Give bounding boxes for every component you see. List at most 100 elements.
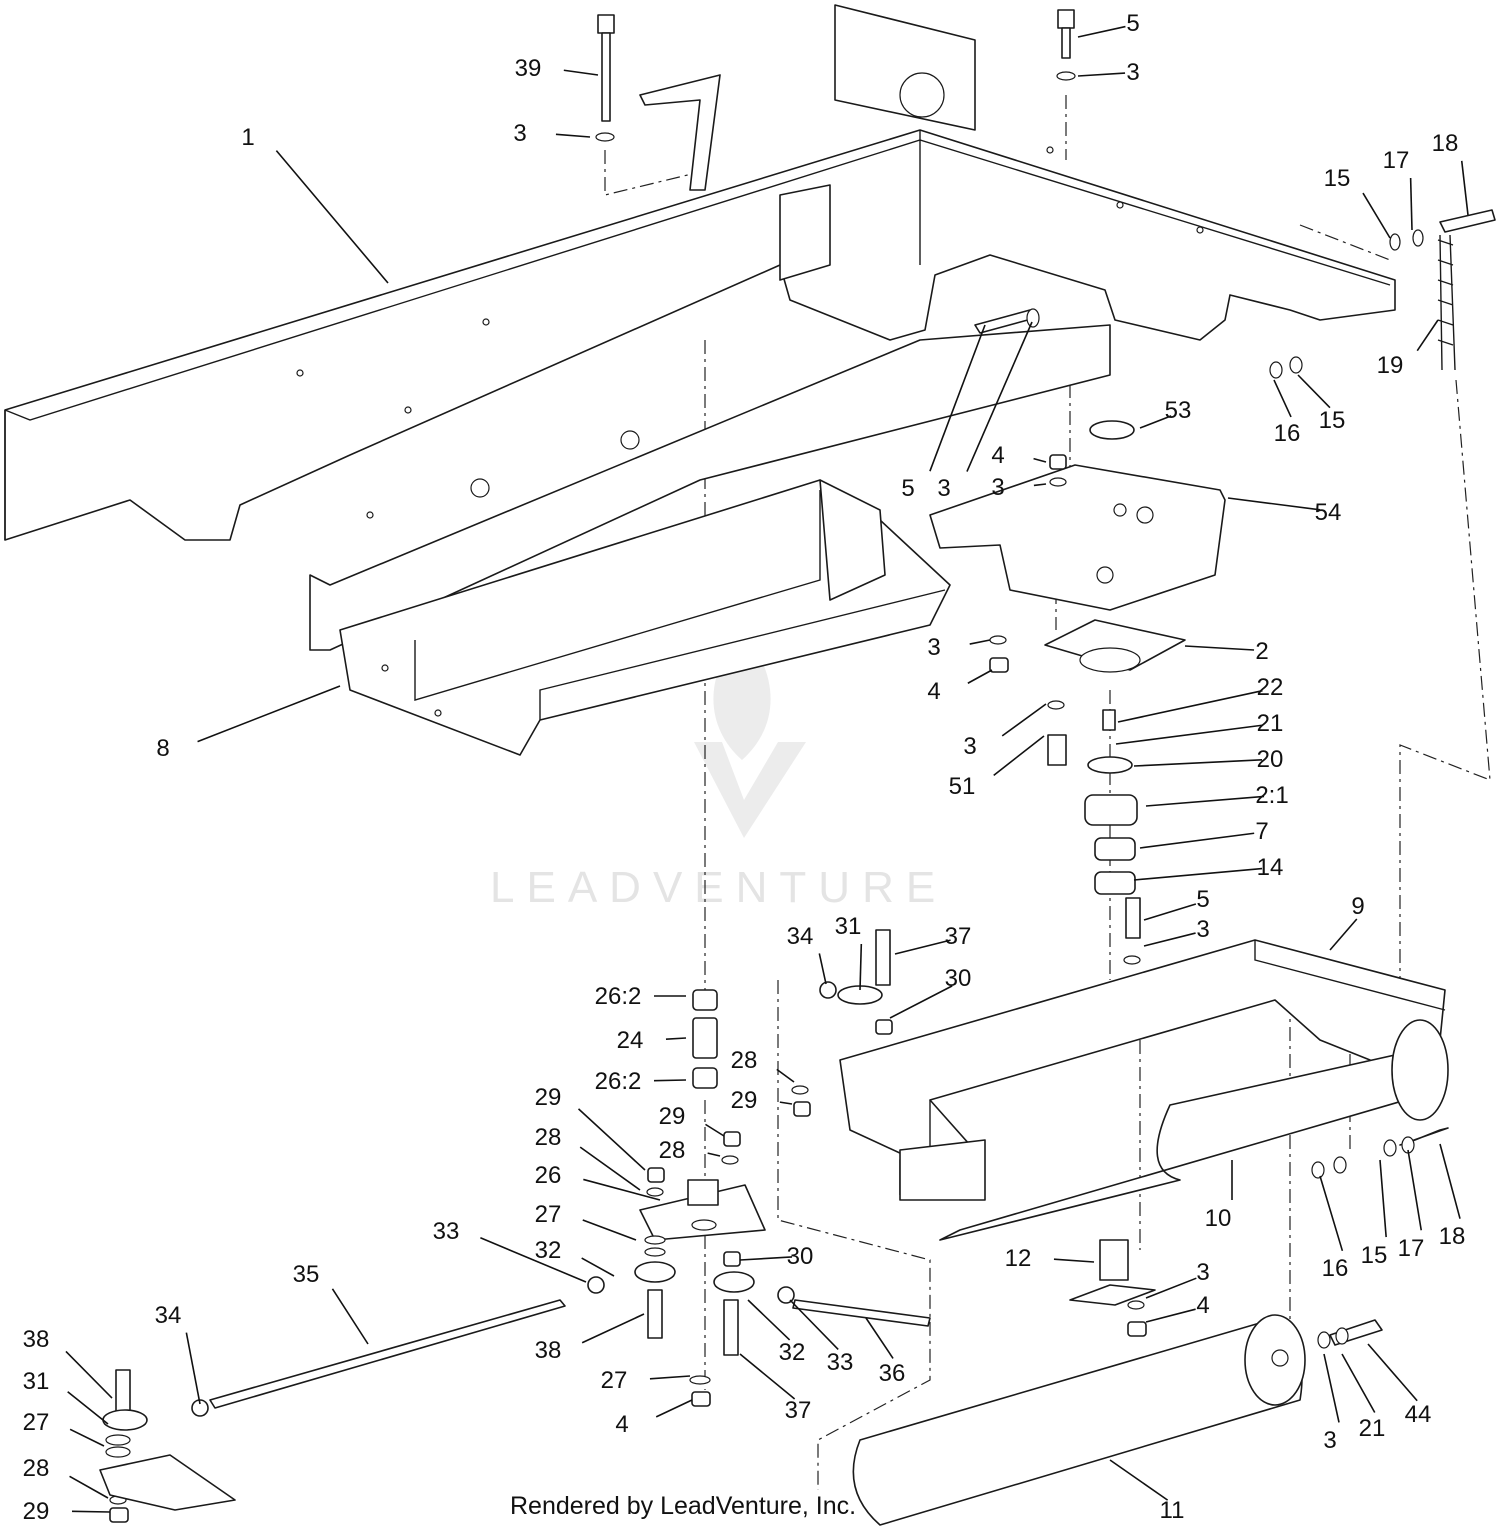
- callout-leader: [1460, 160, 1469, 216]
- callout-leader: [1329, 918, 1358, 951]
- roller: [939, 1019, 1449, 1241]
- callout-leader: [579, 1146, 641, 1191]
- roller-frame: [839, 939, 1446, 1201]
- callout-label: 51: [949, 773, 976, 800]
- callout-leader: [1145, 1308, 1196, 1323]
- callout-leader: [185, 1332, 201, 1405]
- callout-leader: [1273, 379, 1292, 418]
- callout-label: 32: [779, 1339, 806, 1366]
- callout-label: 1: [241, 124, 254, 151]
- callout-leader: [1033, 457, 1047, 463]
- callout-label: 12: [1005, 1245, 1032, 1272]
- callout-label: 4: [615, 1411, 628, 1438]
- callout-leader: [1053, 1258, 1095, 1263]
- callout-label: 15: [1324, 165, 1351, 192]
- callout-leader: [1001, 703, 1047, 737]
- callout-leader: [1109, 1459, 1169, 1501]
- watermark-text: LEADVENTURE: [490, 863, 947, 912]
- callout-label: 2:1: [1255, 782, 1288, 809]
- callout-leader: [1416, 319, 1439, 352]
- callout-leader: [331, 1288, 369, 1345]
- callout-label: 35: [293, 1261, 320, 1288]
- callout-label: 18: [1439, 1223, 1466, 1250]
- callout-leader: [818, 953, 827, 985]
- callout-leader: [739, 1256, 793, 1261]
- callout-leader: [859, 943, 863, 991]
- callout-label: 29: [535, 1084, 562, 1111]
- callout-leader: [707, 1152, 721, 1157]
- callout-label: 3: [991, 474, 1004, 501]
- callout-leader: [739, 1353, 796, 1400]
- callout-label: 33: [827, 1349, 854, 1376]
- callout-leader: [581, 1257, 615, 1277]
- callout-label: 31: [835, 913, 862, 940]
- callout-label: 36: [879, 1360, 906, 1387]
- callout-label: 3: [1126, 59, 1139, 86]
- mount-bracket: [929, 464, 1226, 611]
- callout-label: 32: [535, 1237, 562, 1264]
- callout-label: 2: [1255, 638, 1268, 665]
- callout-label: 3: [1196, 916, 1209, 943]
- linkage-plate: [639, 1179, 766, 1241]
- callout-label: 9: [1351, 893, 1364, 920]
- rod-ends: [99, 981, 883, 1511]
- callout-label: 3: [937, 475, 950, 502]
- callout-leader: [1319, 1175, 1344, 1252]
- callout-label: 33: [433, 1218, 460, 1245]
- callout-label: 29: [731, 1087, 758, 1114]
- callout-leader: [1367, 1343, 1418, 1402]
- callout-leader: [1439, 1143, 1461, 1219]
- callout-label: 17: [1383, 147, 1410, 174]
- callout-leader: [865, 1317, 894, 1359]
- callout-leader: [747, 1299, 791, 1341]
- callout-label: 4: [991, 442, 1004, 469]
- callout-label: 37: [785, 1397, 812, 1424]
- callout-leader: [577, 1108, 646, 1171]
- callout-leader: [1117, 689, 1263, 723]
- callout-label: 21: [1359, 1415, 1386, 1442]
- callout-label: 3: [513, 120, 526, 147]
- callout-leader: [1033, 483, 1047, 487]
- callout-leader: [1379, 1159, 1387, 1238]
- callout-label: 54: [1315, 499, 1342, 526]
- callout-leader: [1139, 832, 1255, 849]
- callout-label: 4: [1196, 1292, 1209, 1319]
- callout-label: 39: [515, 55, 542, 82]
- callout-label: 5: [901, 475, 914, 502]
- callout-label: 53: [1165, 397, 1192, 424]
- callout-label: 30: [787, 1243, 814, 1270]
- callout-leader: [655, 1399, 693, 1418]
- callout-label: 4: [927, 678, 940, 705]
- callout-label: 37: [945, 923, 972, 950]
- callout-leader: [71, 1510, 111, 1513]
- callout-label: 30: [945, 965, 972, 992]
- callout-label: 18: [1432, 130, 1459, 157]
- callout-leader: [1323, 1353, 1340, 1423]
- callout-leader: [582, 1219, 637, 1241]
- bearing-housing: [1044, 619, 1186, 673]
- callout-label: 34: [155, 1302, 182, 1329]
- rods: [209, 1299, 931, 1409]
- callout-label: 44: [1405, 1401, 1432, 1428]
- callout-label: 26:2: [595, 983, 642, 1010]
- callout-leader: [889, 985, 953, 1019]
- callout-leader: [67, 1391, 109, 1425]
- callout-leader: [583, 1178, 661, 1201]
- callout-label: 26: [535, 1162, 562, 1189]
- callout-label: 16: [1322, 1255, 1349, 1282]
- callout-leader: [69, 1428, 105, 1447]
- credit-text: Rendered by LeadVenture, Inc.: [510, 1492, 857, 1520]
- callout-leader: [1145, 795, 1265, 807]
- callout-label: 10: [1205, 1205, 1232, 1232]
- callout-leader: [1362, 192, 1391, 239]
- tension-spring: [1437, 234, 1456, 371]
- callout-label: 15: [1319, 407, 1346, 434]
- callout-leader: [480, 1237, 587, 1283]
- callout-label: 34: [787, 923, 814, 950]
- callout-leader: [1184, 645, 1255, 651]
- callout-leader: [1133, 867, 1263, 881]
- callout-label: 21: [1257, 710, 1284, 737]
- callout-leader: [1077, 25, 1126, 38]
